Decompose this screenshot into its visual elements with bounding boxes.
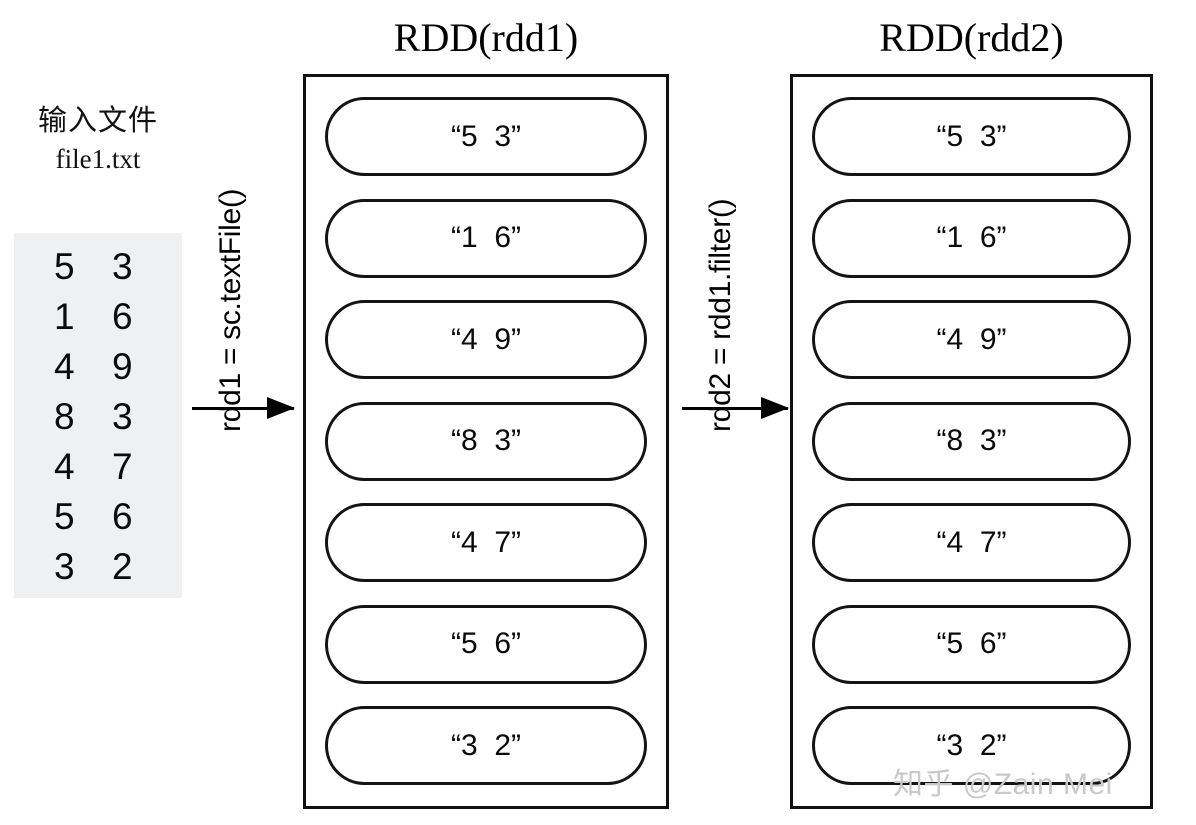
file-cell-col1: 5: [54, 495, 75, 537]
rdd2-record: “5 6”: [812, 604, 1131, 684]
rdd2-record: “1 6”: [812, 198, 1131, 278]
rdd2-record-text: “1 6”: [936, 221, 1007, 254]
rdd2-record: “5 3”: [812, 97, 1131, 176]
rdd2-record: “4 9”: [812, 300, 1131, 379]
rdd1-record: “4 9”: [325, 300, 647, 379]
rdd1-record: “4 7”: [325, 503, 647, 582]
rdd1-record: “3 2”: [325, 706, 647, 785]
rdd1-record-text: “3 2”: [450, 728, 522, 762]
input-file-label-cn: 输入文件: [37, 105, 158, 137]
rdd2-record-text: “8 3”: [936, 424, 1007, 457]
rdd2-record-text: “4 7”: [936, 525, 1007, 559]
input-file-name: file1.txt: [55, 144, 141, 174]
arrow-head-icon: [761, 397, 789, 419]
file-row: 5 6: [14, 492, 182, 542]
file-row: 5 3: [14, 242, 182, 292]
rdd2-record: “4 7”: [812, 503, 1131, 582]
rdd1-record: “1 6”: [325, 198, 647, 278]
input-file-contents: 5 3 1 6 4 9 8 3 4 7 5 6 3 2: [14, 233, 182, 598]
rdd1-record: “5 3”: [325, 97, 647, 176]
file-cell-col2: 2: [112, 545, 133, 587]
rdd1-record-text: “5 3”: [450, 119, 522, 153]
input-file-caption: 输入文件 file1.txt: [0, 102, 196, 178]
file-cell-col2: 3: [112, 395, 133, 437]
rdd2-title: RDD(rdd2): [879, 15, 1064, 60]
file-cell-col2: 3: [112, 245, 133, 287]
arrow-label-filter: rdd2 = rdd1.filter(): [704, 198, 737, 432]
rdd1-title: RDD(rdd1): [393, 15, 579, 60]
rdd2-record: “8 3”: [812, 401, 1131, 481]
arrow-file-to-rdd1: [192, 397, 295, 419]
rdd2-record: “3 2”: [812, 706, 1131, 785]
rdd1-record-text: “4 9”: [450, 322, 522, 356]
file-row: 1 6: [14, 292, 182, 342]
rdd1-record: “8 3”: [325, 401, 647, 481]
arrow-rdd1-to-rdd2: [682, 397, 789, 419]
file-row: 3 2: [14, 542, 182, 592]
file-cell-col1: 4: [54, 345, 75, 387]
file-cell-col2: 6: [112, 495, 133, 537]
file-row: 4 9: [14, 342, 182, 392]
rdd1-record-text: “1 6”: [450, 221, 522, 254]
file-cell-col2: 9: [112, 345, 133, 387]
file-row: 8 3: [14, 392, 182, 442]
file-cell-col2: 7: [112, 445, 133, 487]
rdd2-record-text: “5 3”: [936, 119, 1007, 153]
rdd2-record-text: “5 6”: [936, 627, 1007, 660]
file-row: 4 7: [14, 442, 182, 492]
rdd1-record: “5 6”: [325, 604, 647, 684]
arrow-head-icon: [267, 397, 295, 419]
file-cell-col1: 4: [54, 445, 75, 487]
file-cell-col1: 3: [54, 545, 75, 587]
rdd1-partition-box: “5 3” “1 6” “4 9” “8 3” “4 7” “5 6” “3 2…: [303, 74, 669, 809]
rdd1-record-text: “4 7”: [450, 525, 522, 559]
arrow-label-textfile: rdd1 = sc.textFile(): [214, 188, 247, 432]
rdd2-record-text: “4 9”: [936, 322, 1007, 356]
rdd1-record-text: “5 6”: [450, 627, 522, 660]
rdd2-partition-box: “5 3” “1 6” “4 9” “8 3” “4 7” “5 6” “3 2…: [790, 74, 1153, 809]
file-cell-col1: 5: [54, 245, 75, 287]
file-cell-col1: 1: [54, 295, 75, 337]
file-cell-col2: 6: [112, 295, 133, 337]
file-cell-col1: 8: [54, 395, 75, 437]
rdd1-record-text: “8 3”: [450, 424, 522, 457]
rdd2-record-text: “3 2”: [936, 728, 1007, 762]
